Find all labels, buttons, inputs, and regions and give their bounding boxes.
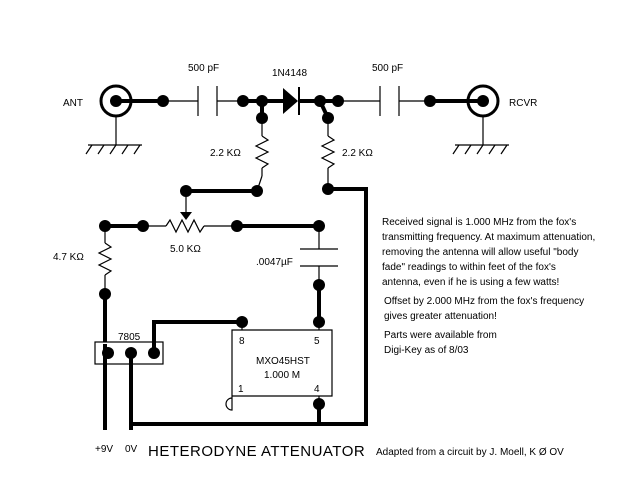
oscillator-chip — [225, 322, 333, 426]
bias-resistor-label: 4.7 KΩ — [53, 252, 84, 263]
bias-resistor — [97, 226, 113, 348]
output-capacitor — [379, 86, 400, 116]
wiper-wire — [180, 185, 259, 220]
note-line: Parts were available from — [384, 330, 497, 341]
diagram-credit: Adapted from a circuit by J. Moell, K Ø … — [376, 447, 564, 458]
left-resistor-label: 2.2 KΩ — [210, 148, 241, 159]
note-line: transmitting frequency. At maximum atten… — [382, 232, 595, 243]
oscillator-frequency-label: 1.000 M — [264, 370, 300, 381]
input-capacitor — [197, 86, 218, 116]
diode-label: 1N4148 — [272, 68, 307, 79]
pin-1-label: 1 — [238, 384, 244, 395]
ant-connector — [85, 84, 142, 155]
note-line: Received signal is 1.000 MHz from the fo… — [382, 217, 576, 228]
note-line: antenna, even if he is using a few watts… — [382, 277, 559, 288]
plus-9v-label: +9V — [95, 444, 113, 455]
right-resistor-label: 2.2 KΩ — [342, 148, 373, 159]
junction-dot — [332, 95, 344, 107]
bypass-capacitor-label: .0047µF — [256, 257, 293, 268]
notes-block: Received signal is 1.000 MHz from the fo… — [382, 217, 595, 356]
bypass-capacitor — [300, 226, 338, 328]
note-line: gives greater attenuation! — [384, 311, 497, 322]
pin-5-label: 5 — [314, 336, 320, 347]
pin-8-label: 8 — [239, 336, 245, 347]
rcvr-connector — [452, 84, 509, 155]
right-return-wire — [326, 187, 368, 426]
diode-1n4148 — [283, 87, 300, 115]
note-line: Digi-Key as of 8/03 — [384, 345, 469, 356]
right-resistor — [317, 98, 336, 195]
zero-v-label: 0V — [125, 444, 138, 455]
left-resistor — [251, 99, 270, 197]
note-line: Offset by 2.000 MHz from the fox's frequ… — [384, 296, 584, 307]
potentiometer — [99, 218, 325, 234]
diagram-title: HETERODYNE ATTENUATOR — [148, 443, 365, 460]
regulator-label: 7805 — [118, 332, 141, 343]
power-rails — [103, 344, 368, 430]
ant-label: ANT — [63, 98, 83, 109]
pin-4-label: 4 — [314, 384, 320, 395]
signal-path — [114, 95, 485, 107]
oscillator-part-label: MXO45HST — [256, 356, 310, 367]
note-line: fade" readings to within feet of the fox… — [382, 262, 556, 273]
output-capacitor-label: 500 pF — [372, 63, 403, 74]
input-capacitor-label: 500 pF — [188, 63, 219, 74]
rcvr-label: RCVR — [509, 98, 537, 109]
junction-dot — [237, 95, 249, 107]
note-line: removing the antenna will allow useful "… — [382, 247, 578, 258]
potentiometer-label: 5.0 KΩ — [170, 244, 201, 255]
